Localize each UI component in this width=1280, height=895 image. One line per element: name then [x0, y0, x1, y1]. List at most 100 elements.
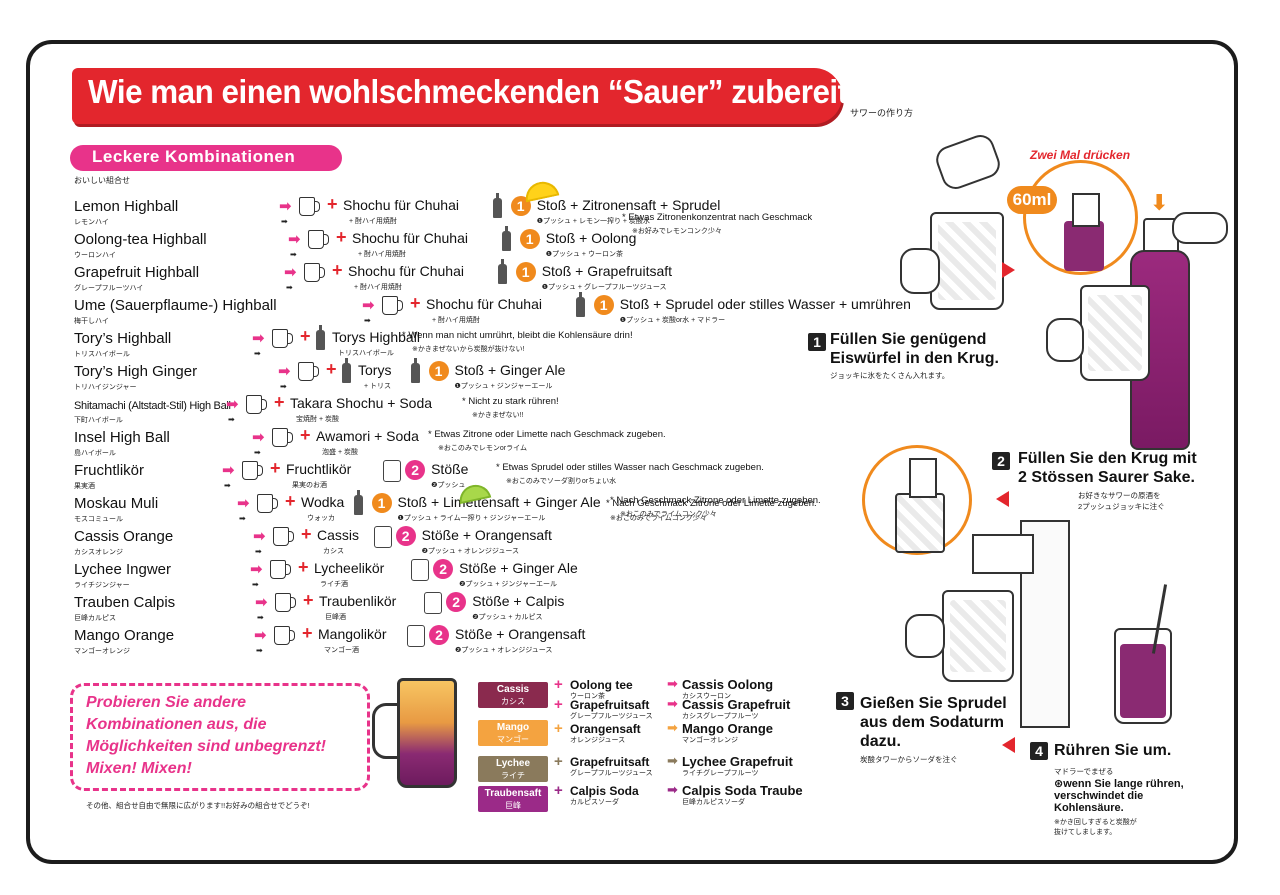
- plus-icon: +: [410, 293, 421, 313]
- recipe-base-jp: + 酎ハイ用焼酎: [354, 284, 402, 291]
- recipe-note: * Nach Geschmack Zitrone oder Limette zu…: [606, 498, 817, 509]
- plus-icon: +: [303, 590, 314, 610]
- recipe-note-jp: ※おこのみでソーダ割りorちょい水: [506, 478, 617, 485]
- drink-name: Tory’s High Ginger: [74, 363, 198, 380]
- dispenser-icon: [407, 625, 425, 647]
- drink-name-jp: 巨峰カルピス: [74, 615, 116, 622]
- recipe-base-jp: 巨峰酒: [325, 614, 346, 621]
- soda-tower-head: [972, 534, 1034, 574]
- recipe-base-jp: 宝焼酎 + 炭酸: [296, 416, 339, 423]
- jug-icon: [270, 560, 291, 579]
- recipe-rest-jp: ❶プッシュ + ライム一搾り + ジンジャーエール: [397, 515, 546, 522]
- recipe-note-jp: ※かきまぜない!!: [472, 412, 524, 419]
- recipe-note: * Etwas Zitrone oder Limette nach Geschm…: [428, 429, 666, 440]
- jug-icon: [273, 527, 294, 546]
- recipe-base: Shochu für Chuhai: [343, 197, 459, 213]
- recipe-rest-jp: ❶プッシュ + ウーロン茶: [545, 251, 623, 258]
- whisky-bottle-icon: [316, 325, 325, 350]
- recipe-note: * Etwas Zitronenkonzentrat nach Geschmac…: [622, 212, 813, 223]
- jug-icon: [246, 395, 267, 414]
- recipe-rest: Stoß + Zitronensaft + Sprudel: [536, 197, 721, 213]
- recipe-rest: Stöße + Ginger Ale: [459, 560, 578, 576]
- step-number: 4: [1030, 742, 1048, 760]
- drink-name-jp: ウーロンハイ: [74, 252, 116, 259]
- push-count-badge: 2: [395, 526, 416, 546]
- recipe-rest: Stöße + Orangensaft: [455, 626, 586, 642]
- recipe-base: Wodka: [301, 494, 345, 510]
- whisky-bottle-icon: [342, 358, 351, 383]
- pump-label: Zwei Mal drücken: [1030, 148, 1131, 162]
- plus-icon: +: [554, 782, 563, 799]
- recipe-base: Awamori + Soda: [316, 428, 419, 444]
- push-count-badge: 2: [429, 625, 449, 645]
- jug-icon: [275, 593, 296, 612]
- arrow-right-icon: ➡: [667, 782, 678, 797]
- probieren-line: Mixen! Mixen!: [86, 760, 192, 777]
- arrow-right-icon: ➡: [278, 363, 291, 380]
- mix-ingredient: Orangensaft: [570, 722, 641, 736]
- arrow-down-icon: ⬇: [1150, 190, 1169, 215]
- hand-illustration: [900, 248, 940, 294]
- recipe-note: * Nach Geschmack Zitrone oder Limette zu…: [610, 495, 821, 506]
- drink-name: Lemon Highball: [74, 198, 179, 215]
- plus-icon: +: [554, 753, 563, 770]
- recipe-rest: Stöße + Calpis: [472, 593, 565, 609]
- jug-icon: [299, 197, 320, 216]
- arrow-small-icon: ➡: [256, 646, 263, 655]
- mix-result-jp: 巨峰カルピスソーダ: [682, 799, 745, 806]
- recipe-base-jp: + 酎ハイ用焼酎: [349, 218, 397, 225]
- mix-result: Cassis Grapefruit: [682, 697, 791, 712]
- arrow-small-icon: ➡: [257, 613, 264, 622]
- shochu-bottle-icon: [497, 259, 507, 284]
- arrow-small-icon: ➡: [364, 316, 371, 325]
- drink-name: Insel High Ball: [74, 429, 170, 446]
- plus-icon: +: [301, 524, 312, 544]
- mix-base-jp: マンゴー: [497, 735, 529, 744]
- jug-icon: [257, 494, 278, 513]
- recipe-base-jp: + 酎ハイ用焼酎: [358, 251, 406, 258]
- jug-icon: [274, 626, 295, 645]
- drink-name-jp: カシスオレンジ: [74, 549, 123, 556]
- arrow-right-icon: [1002, 262, 1015, 278]
- arrow-right-icon: ➡: [222, 462, 235, 479]
- recipe-base: Mangolikör: [318, 626, 387, 642]
- step-number: 1: [808, 333, 826, 351]
- arrow-small-icon: ➡: [228, 415, 235, 424]
- section-title-jp: おいしい組合せ: [74, 176, 130, 185]
- arrow-small-icon: ➡: [255, 547, 262, 556]
- poster-frame: [26, 40, 1238, 864]
- drink-name: Fruchtlikör: [74, 462, 145, 479]
- drink-name: Mango Orange: [74, 627, 175, 644]
- dispenser-icon: [424, 592, 443, 614]
- recipe-base: Shochu für Chuhai: [426, 296, 542, 312]
- title-banner: [72, 68, 842, 124]
- recipe-rest: Stöße + Orangensaft: [421, 527, 552, 543]
- recipe-rest-jp: ❶プッシュ + レモン一搾り + 炭酸水: [536, 218, 650, 225]
- drink-name-jp: グレープフルーツハイ: [74, 285, 144, 292]
- step-jp: 炭酸タワーからソーダを注ぐ: [860, 755, 958, 764]
- arrow-left-icon: [996, 491, 1009, 507]
- arrow-small-icon: ➡: [281, 217, 288, 226]
- arrow-right-icon: ➡: [667, 696, 678, 711]
- push-count-badge: 1: [428, 361, 449, 381]
- recipe-rest-jp: ❶プッシュ + ジンジャーエール: [454, 383, 553, 390]
- mix-base-jp: ライチ: [501, 771, 525, 780]
- recipe-rest: Stoß + Ginger Ale: [454, 362, 566, 378]
- push-count-badge: 1: [519, 229, 540, 249]
- plus-icon: +: [300, 425, 311, 445]
- recipe-base: Lycheelikör: [314, 560, 385, 576]
- recipe-base-jp: マンゴー酒: [324, 647, 359, 654]
- jug-icon: [298, 362, 319, 381]
- plus-icon: +: [554, 720, 563, 737]
- section-banner: [70, 145, 342, 171]
- mix-result: Calpis Soda Traube: [682, 783, 803, 798]
- plus-icon: +: [300, 326, 311, 346]
- probieren-line: Möglichkeiten sind unbegrenzt!: [86, 738, 327, 755]
- shochu-bottle-icon: [410, 358, 420, 383]
- drink-name-jp: モスコミュール: [74, 516, 123, 523]
- probieren-line: Kombinationen aus, die: [86, 716, 267, 733]
- drink-name-jp: レモンハイ: [74, 219, 109, 226]
